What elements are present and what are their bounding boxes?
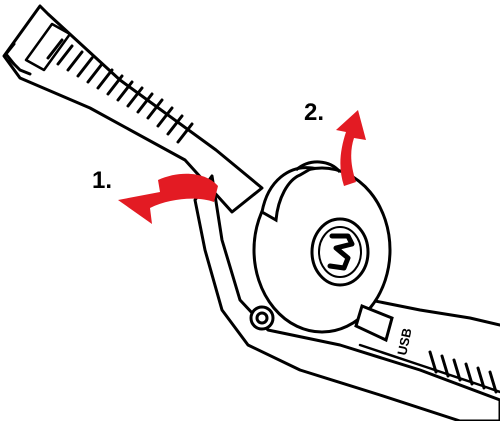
usb-label: USB (394, 327, 414, 357)
strap-holes-lower (428, 350, 498, 394)
pod-disc-icon (252, 160, 394, 343)
logo-icon (310, 217, 370, 287)
curved-arrow-icon-step-2 (336, 110, 366, 186)
strap-holes-upper (46, 38, 194, 144)
curved-arrow-icon-step-1 (118, 173, 218, 224)
watch-strap-outline (2, 4, 500, 421)
step-2-label: 2. (304, 99, 324, 126)
side-button (249, 305, 275, 331)
step-1-label: 1. (92, 167, 112, 194)
